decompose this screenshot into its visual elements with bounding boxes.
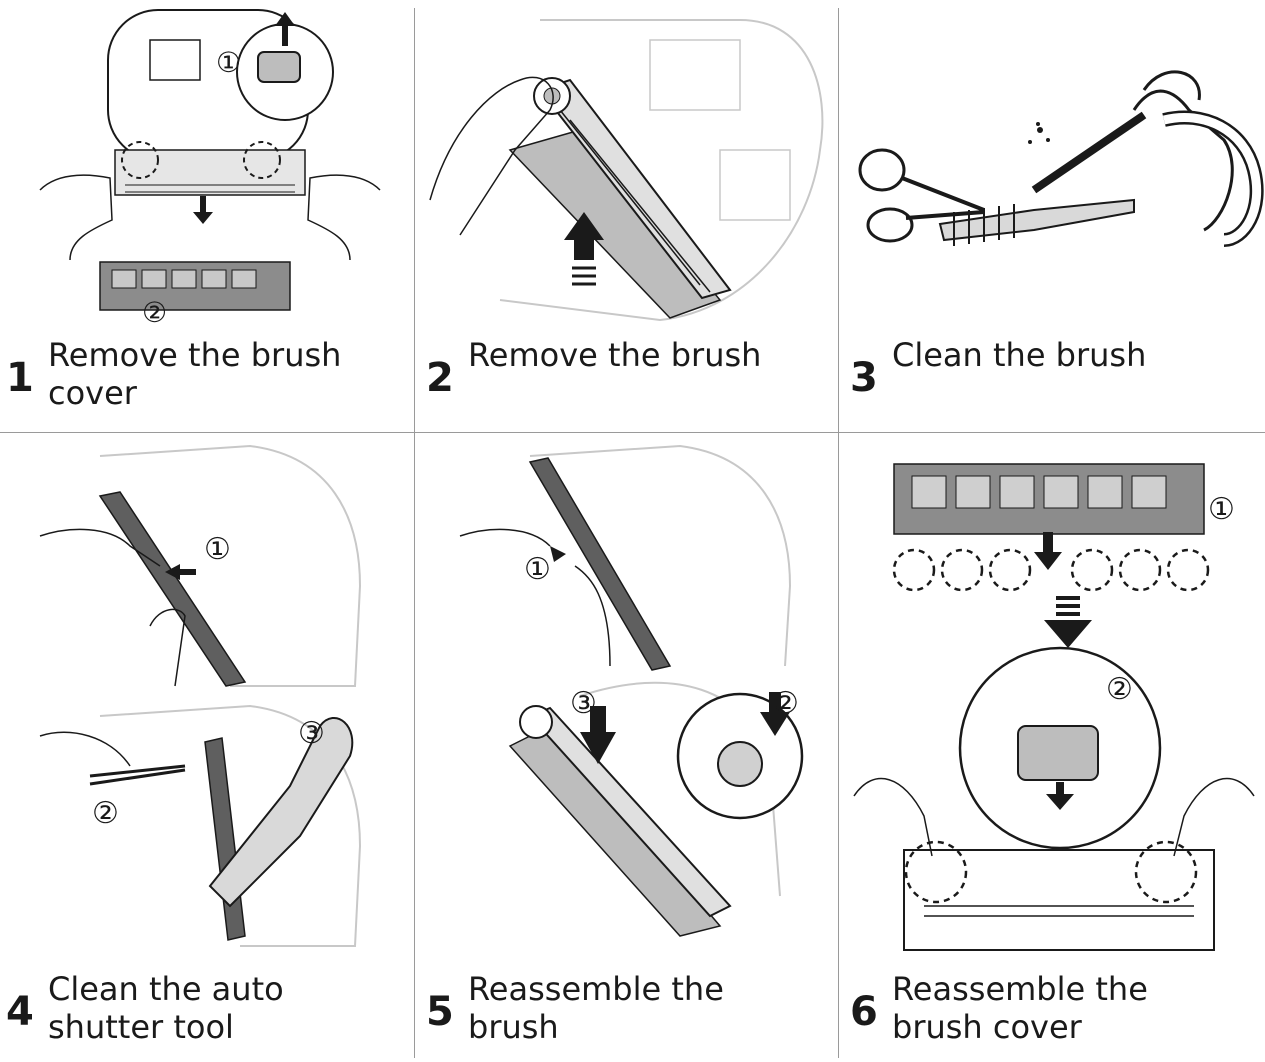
- brush-reassemble-illustration: ① ② ③: [420, 436, 840, 956]
- marker-2: ②: [772, 686, 799, 721]
- step-6-caption: 6 Reassemble the brush cover: [850, 970, 1222, 1046]
- step-4-number: 4: [6, 989, 34, 1035]
- marker-3: ③: [570, 686, 597, 721]
- step-2-caption: 2 Remove the brush: [426, 336, 798, 398]
- step-5-caption: 5 Reassemble the brush: [426, 970, 798, 1046]
- step-6-number: 6: [850, 989, 878, 1035]
- step-2-panel: 2 Remove the brush: [420, 0, 840, 432]
- shutter-clean-illustration: ① ② ③: [0, 436, 420, 956]
- step-5-panel: ① ② ③ 5 Reassemble the brush: [420, 436, 840, 1062]
- step-4-label: Clean the auto shutter tool: [48, 970, 284, 1046]
- brush-remove-illustration: [420, 0, 840, 330]
- marker-2: ②: [92, 796, 119, 831]
- step-3-number: 3: [850, 355, 878, 401]
- marker-1: ①: [216, 46, 242, 79]
- step-3-panel: 3 Clean the brush: [844, 0, 1264, 432]
- marker-2: ②: [142, 296, 168, 329]
- step-2-label: Remove the brush: [468, 336, 762, 374]
- marker-1: ①: [524, 552, 551, 587]
- divider-v1: [414, 8, 415, 1058]
- step-4-panel: ① ② ③ 4 Clean the auto shutter tool: [0, 436, 420, 1062]
- step-3-label: Clean the brush: [892, 336, 1147, 374]
- step-3-caption: 3 Clean the brush: [850, 336, 1222, 398]
- step-1-panel: ① ② 1 Remove the brush cover: [0, 0, 420, 432]
- marker-3: ③: [298, 716, 325, 751]
- marker-1: ①: [204, 532, 231, 567]
- divider-h: [0, 432, 1265, 433]
- step-6-label: Reassemble the brush cover: [892, 970, 1148, 1046]
- step-5-label: Reassemble the brush: [468, 970, 724, 1046]
- divider-v2: [838, 8, 839, 1058]
- step-1-label: Remove the brush cover: [48, 336, 342, 412]
- brush-clean-illustration: [844, 0, 1264, 330]
- marker-2: ②: [1106, 672, 1133, 707]
- step-2-number: 2: [426, 355, 454, 401]
- step-6-panel: ① ② 6 Reassemble the brush cover: [844, 436, 1264, 1062]
- step-5-number: 5: [426, 989, 454, 1035]
- step-4-caption: 4 Clean the auto shutter tool: [6, 970, 378, 1046]
- step-1-caption: 1 Remove the brush cover: [6, 336, 378, 412]
- marker-1: ①: [1208, 492, 1235, 527]
- step-1-number: 1: [6, 355, 34, 401]
- brush-cover-remove-illustration: ① ②: [0, 0, 420, 330]
- brush-cover-reassemble-illustration: ① ②: [844, 436, 1264, 956]
